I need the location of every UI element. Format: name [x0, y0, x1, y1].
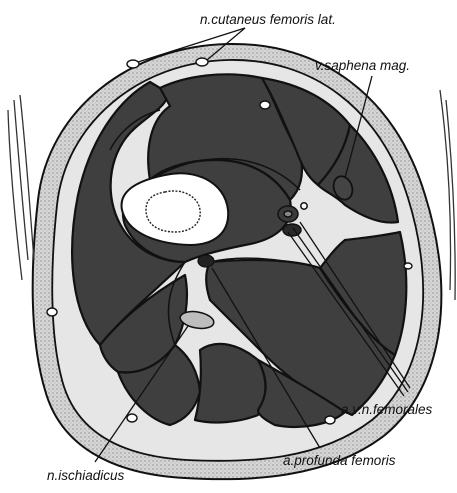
label-n-ischiadicus: n.ischiadicus [47, 469, 124, 483]
label-v-saphena: v.saphena mag. [315, 59, 410, 73]
profunda-femoris [198, 255, 214, 267]
femur-marrow [146, 191, 200, 232]
label-avn-femorales: a.v.n.femorales [341, 403, 432, 417]
label-n-cutaneus: n.cutaneus femoris lat. [200, 13, 336, 27]
femoral-vein [283, 224, 301, 236]
label-a-profunda: a.profunda femoris [283, 454, 396, 468]
